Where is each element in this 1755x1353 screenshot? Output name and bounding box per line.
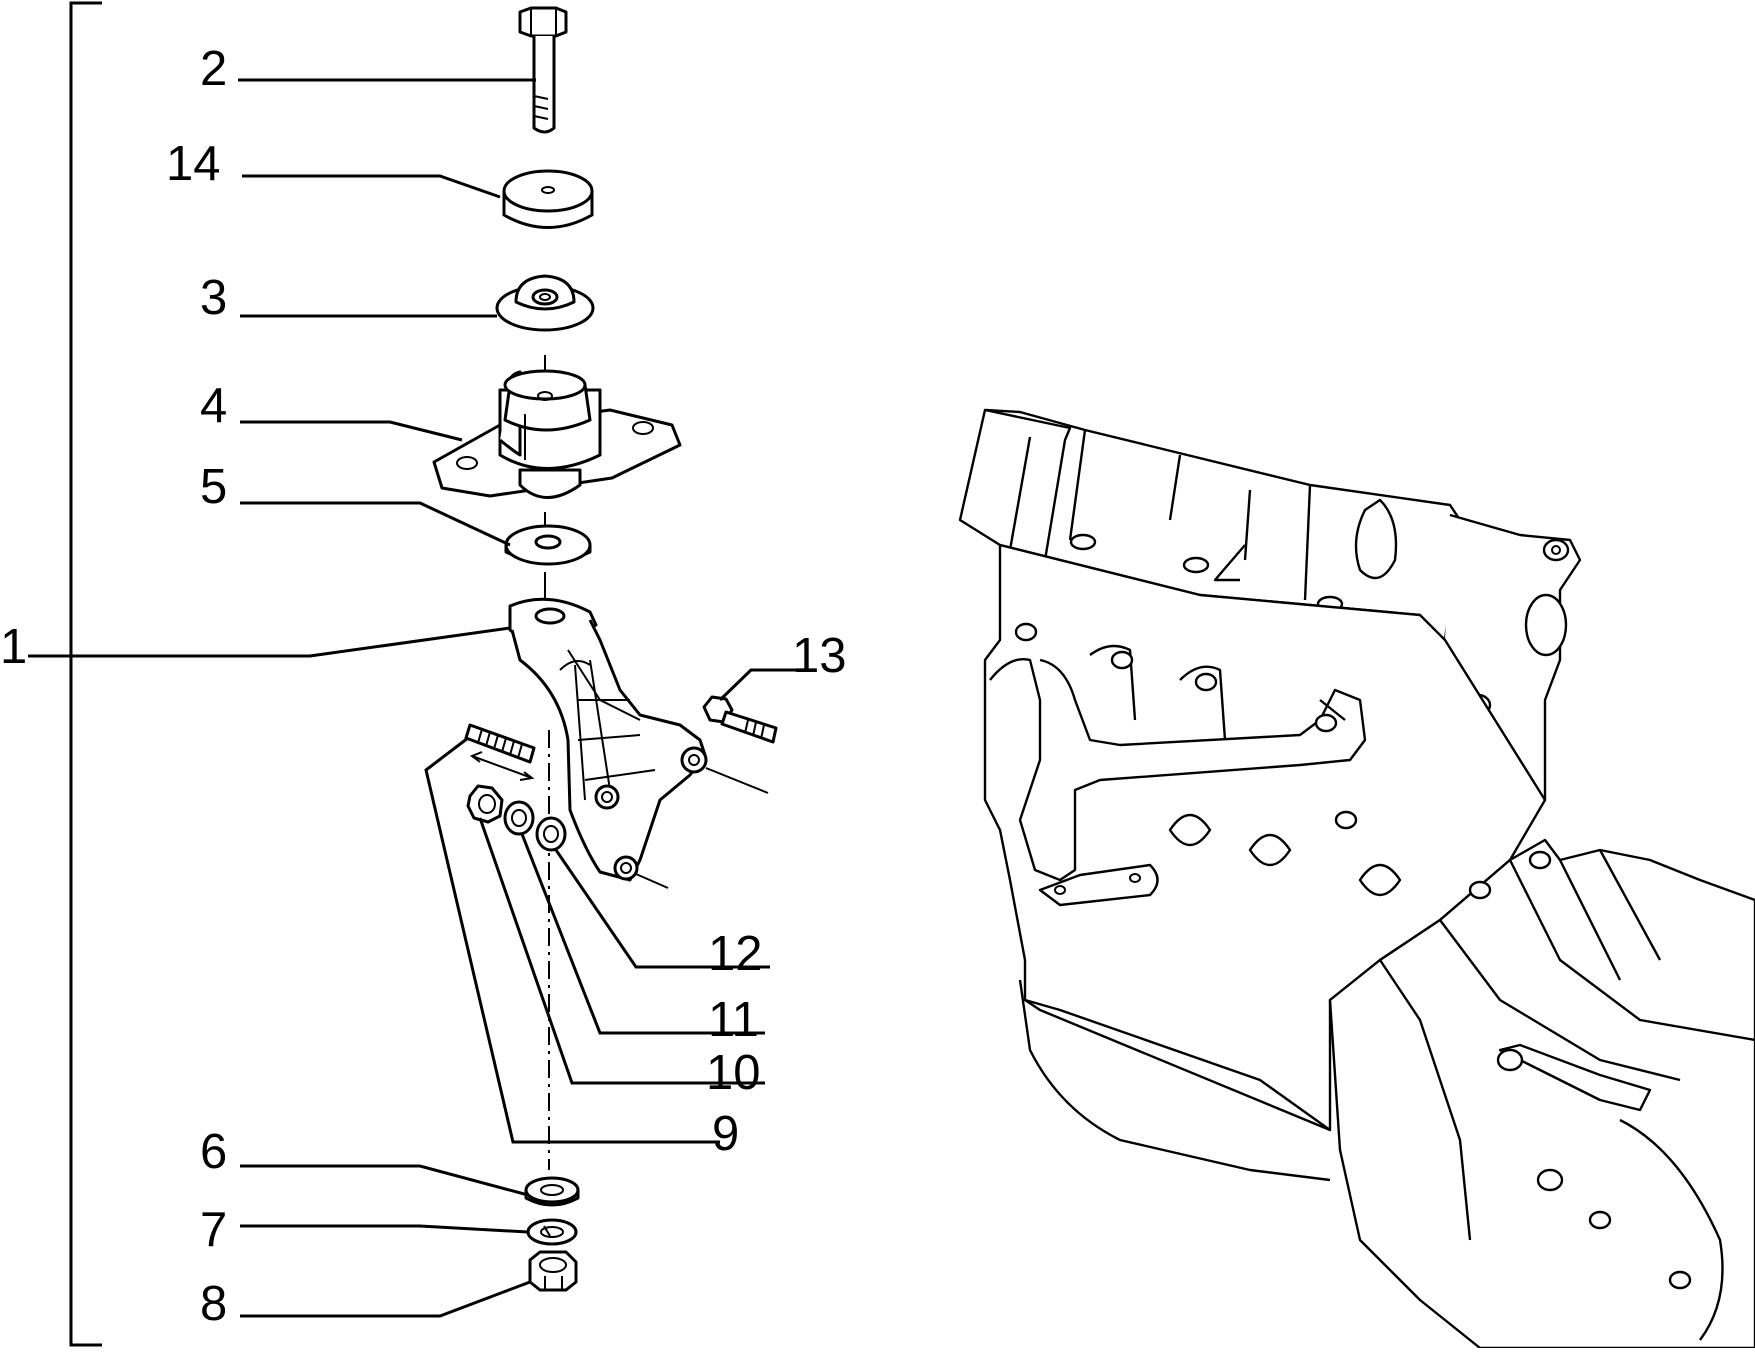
leader-lines: [71, 78, 803, 1318]
callout-7: 7: [200, 1203, 227, 1257]
callout-9: 9: [712, 1107, 739, 1161]
callout-3: 3: [200, 271, 227, 325]
part-nut-8: [528, 1250, 578, 1292]
part-bolt: [518, 6, 568, 134]
part-mount-bracket: [508, 597, 769, 889]
callout-1: 1: [0, 620, 27, 674]
part-washer-12: [535, 816, 567, 852]
assembly-bracket: [28, 1, 102, 1347]
part-lock-washer-7: [526, 1218, 578, 1246]
part-nut-10: [466, 784, 504, 824]
part-washer-6: [524, 1176, 580, 1207]
callout-13: 13: [792, 629, 847, 683]
callout-5: 5: [200, 460, 227, 514]
callout-11: 11: [708, 993, 759, 1047]
part-bolt-13: [702, 695, 778, 744]
part-rubber-cap: [502, 169, 594, 229]
callout-6: 6: [200, 1125, 227, 1179]
callout-14: 14: [166, 137, 221, 191]
part-washer-5: [504, 524, 592, 566]
part-cup-washer: [495, 274, 595, 332]
callout-8: 8: [200, 1277, 227, 1331]
engine-block-illustration: [958, 408, 1755, 1350]
part-stud: [464, 723, 536, 781]
part-engine-mount: [432, 369, 682, 499]
callout-2: 2: [200, 42, 227, 96]
callout-10: 10: [706, 1046, 761, 1100]
callout-4: 4: [200, 379, 227, 433]
callout-labels: 1 2 14 3 4 5 13 12 11 10 9 6 7 8: [0, 42, 847, 1331]
part-washer-11: [503, 800, 535, 836]
callout-12: 12: [708, 927, 763, 981]
